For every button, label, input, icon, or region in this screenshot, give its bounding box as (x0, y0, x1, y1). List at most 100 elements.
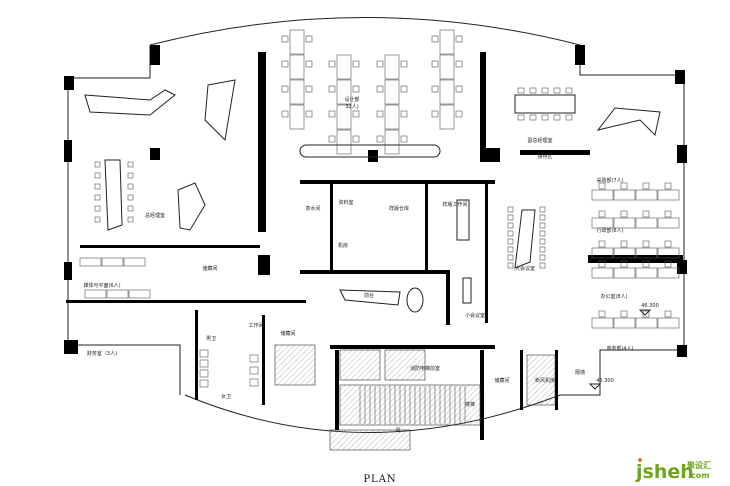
chair (431, 85, 439, 93)
room-partition: 隔墙 (575, 369, 585, 376)
workstation (591, 217, 614, 229)
room-purchasing: 采购部(7人) (596, 177, 623, 184)
workstation (657, 189, 680, 201)
chair (598, 260, 606, 268)
chair (529, 87, 537, 94)
workstation (613, 267, 636, 279)
workstation (439, 79, 455, 105)
executive-furniture (84, 79, 661, 313)
chair (376, 110, 384, 118)
workstation (613, 247, 636, 259)
workstation (657, 267, 680, 279)
room-design-count: 32人) (345, 104, 358, 110)
room-design-dept: 设计部 (344, 96, 359, 103)
chair (507, 222, 514, 229)
room-admin: 行政部(8人) (596, 227, 623, 234)
chair (539, 262, 546, 269)
chair (455, 60, 463, 68)
chair (281, 35, 289, 43)
chair (328, 60, 336, 68)
workstation (439, 104, 455, 130)
toilet (249, 354, 259, 363)
room-storage: 储藏间 (494, 377, 509, 384)
workstation (336, 79, 352, 105)
workstation (657, 217, 680, 229)
toilet (249, 378, 259, 387)
elevation-label: 46.300 (641, 303, 659, 309)
room-mens-wc: 男卫 (206, 336, 216, 342)
chair (539, 206, 546, 213)
chair (376, 135, 384, 143)
chair (664, 240, 672, 248)
chair (642, 310, 650, 318)
room-large-meeting: 大会议室 (515, 265, 535, 272)
chair (541, 87, 549, 94)
toilet (199, 359, 209, 368)
chair (642, 240, 650, 248)
room-media: 媒体与平面(6人) (83, 282, 120, 289)
chair (328, 135, 336, 143)
chair (328, 110, 336, 118)
chair (598, 240, 606, 248)
room-office: 办公室(8人) (600, 293, 627, 300)
workstation (84, 289, 107, 299)
room-sample-workshop: 样版工作间 (442, 201, 467, 208)
chair (94, 161, 101, 168)
chair (565, 114, 573, 121)
chair (400, 85, 408, 93)
toilet (199, 349, 209, 358)
walls (64, 45, 687, 440)
chair (565, 87, 573, 94)
chair (507, 238, 514, 245)
chair (620, 210, 628, 218)
chair (539, 246, 546, 253)
workstation (591, 247, 614, 259)
chair (127, 205, 134, 212)
workstation (384, 129, 400, 155)
chair (400, 135, 408, 143)
chair (376, 60, 384, 68)
chair (598, 182, 606, 190)
chair (455, 85, 463, 93)
logo-text: jsheh (635, 461, 694, 483)
chair (664, 310, 672, 318)
chair (517, 114, 525, 121)
toilet (249, 366, 259, 375)
chair (94, 183, 101, 190)
chair (127, 161, 134, 168)
toilet (199, 369, 209, 378)
chair (507, 206, 514, 213)
chair (352, 110, 360, 118)
chair (507, 262, 514, 269)
watermark-logo: jsheh 聚设汇 .com (635, 458, 711, 483)
room-elevator-lobby: 消防电梯前室 (410, 365, 440, 372)
chair (127, 183, 134, 190)
chair (620, 240, 628, 248)
workstation (635, 267, 658, 279)
workstation (384, 54, 400, 80)
chair (400, 60, 408, 68)
workstation (289, 29, 305, 55)
room-archive: 资料室 (338, 199, 353, 206)
chair (281, 110, 289, 118)
chair (127, 172, 134, 179)
workstation (613, 217, 636, 229)
room-stairs: 楼梯 (465, 401, 475, 408)
room-womens-wc: 女卫 (221, 393, 231, 400)
plan-title: PLAN (363, 474, 396, 485)
workstation (384, 104, 400, 130)
furniture (79, 29, 680, 388)
chair (94, 172, 101, 179)
chair (642, 260, 650, 268)
chair (517, 87, 525, 94)
room-workroom: 工作间 (248, 322, 263, 329)
workstation (635, 317, 658, 329)
elevation-label: 46.300 (596, 378, 614, 384)
chair (539, 238, 546, 245)
chair (352, 135, 360, 143)
workstation (336, 129, 352, 155)
chair (281, 60, 289, 68)
chair (352, 60, 360, 68)
service-cores (274, 344, 556, 451)
workstation (101, 257, 124, 267)
